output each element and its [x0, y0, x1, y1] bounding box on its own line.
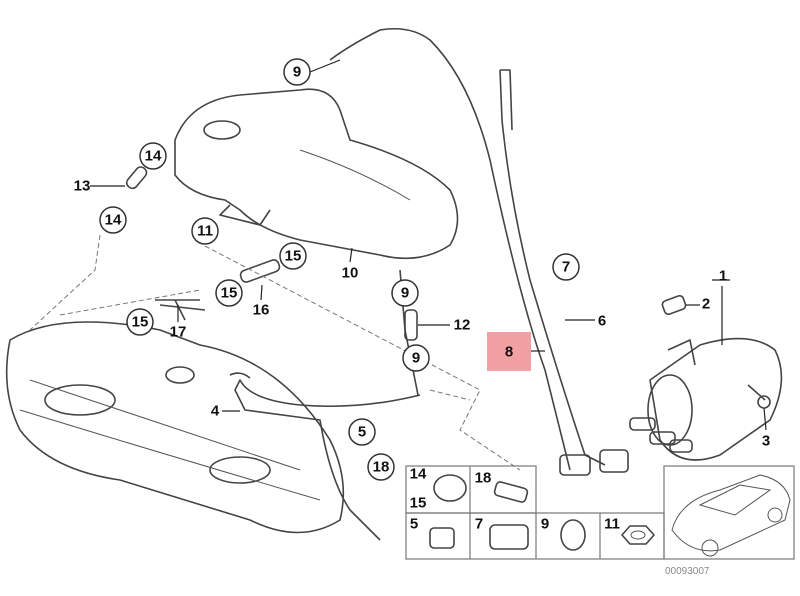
callout-10[interactable]: 10 [342, 265, 359, 282]
callout-17[interactable]: 17 [170, 324, 187, 341]
nut-icon [621, 525, 655, 545]
legend-label-15: 15 [410, 495, 427, 512]
carbon-canister [629, 294, 783, 461]
legend-label-11: 11 [604, 516, 620, 533]
svg-text:14: 14 [105, 212, 122, 229]
legend-label-5: 5 [410, 516, 418, 533]
callout-1[interactable]: 1 [719, 268, 727, 285]
callout-14[interactable]: 14 [139, 142, 167, 170]
callout-2[interactable]: 2 [702, 296, 710, 313]
clamp-icon [560, 519, 586, 551]
fuel-tank [5, 321, 345, 534]
svg-text:7: 7 [562, 259, 570, 276]
legend-label-9: 9 [541, 516, 549, 533]
callout-9[interactable]: 9 [283, 58, 311, 86]
svg-text:8: 8 [505, 344, 513, 361]
plain-callouts: 13 10 16 17 12 6 1 2 3 4 [74, 178, 771, 450]
svg-text:9: 9 [412, 350, 420, 367]
vent-lines [125, 27, 629, 541]
legend-label-14: 14 [410, 466, 427, 483]
car-silhouette-icon [671, 474, 791, 557]
svg-text:11: 11 [197, 223, 213, 240]
legend-label-18: 18 [475, 470, 492, 487]
hose-clamp-icon [433, 474, 467, 502]
callout-14[interactable]: 14 [99, 206, 127, 234]
svg-text:15: 15 [221, 285, 238, 302]
callout-11[interactable]: 11 [191, 217, 219, 245]
legend-label-7: 7 [475, 516, 483, 533]
diagram-code: 00093007 [665, 566, 710, 577]
callout-3[interactable]: 3 [762, 433, 770, 450]
connector-icon [493, 481, 529, 503]
callout-5[interactable]: 5 [348, 418, 376, 446]
svg-text:5: 5 [358, 424, 366, 441]
svg-text:9: 9 [293, 64, 301, 81]
clip-icon [489, 524, 529, 550]
callout-13[interactable]: 13 [74, 178, 91, 195]
callout-16[interactable]: 16 [253, 302, 270, 319]
callout-18[interactable]: 18 [367, 453, 395, 481]
callout-15[interactable]: 15 [126, 308, 154, 336]
svg-text:15: 15 [285, 248, 302, 265]
clip-icon [429, 527, 455, 549]
callout-8-highlighted[interactable]: 8 [487, 332, 531, 371]
callout-7[interactable]: 7 [552, 253, 580, 281]
svg-text:14: 14 [145, 148, 162, 165]
svg-text:18: 18 [373, 459, 390, 476]
svg-text:15: 15 [132, 314, 149, 331]
callout-4[interactable]: 4 [211, 403, 220, 420]
callout-9[interactable]: 9 [402, 344, 430, 372]
callout-15[interactable]: 15 [279, 242, 307, 270]
callout-15[interactable]: 15 [215, 279, 243, 307]
expansion-tank [174, 88, 459, 260]
callout-9[interactable]: 9 [391, 279, 419, 307]
svg-text:9: 9 [401, 285, 409, 302]
callout-6[interactable]: 6 [598, 313, 606, 330]
hardware-legend: 14 15 18 5 7 9 11 [405, 465, 795, 560]
callout-12[interactable]: 12 [454, 317, 471, 334]
circled-callouts: 9 14 14 11 15 15 15 9 9 7 5 18 [99, 58, 580, 481]
